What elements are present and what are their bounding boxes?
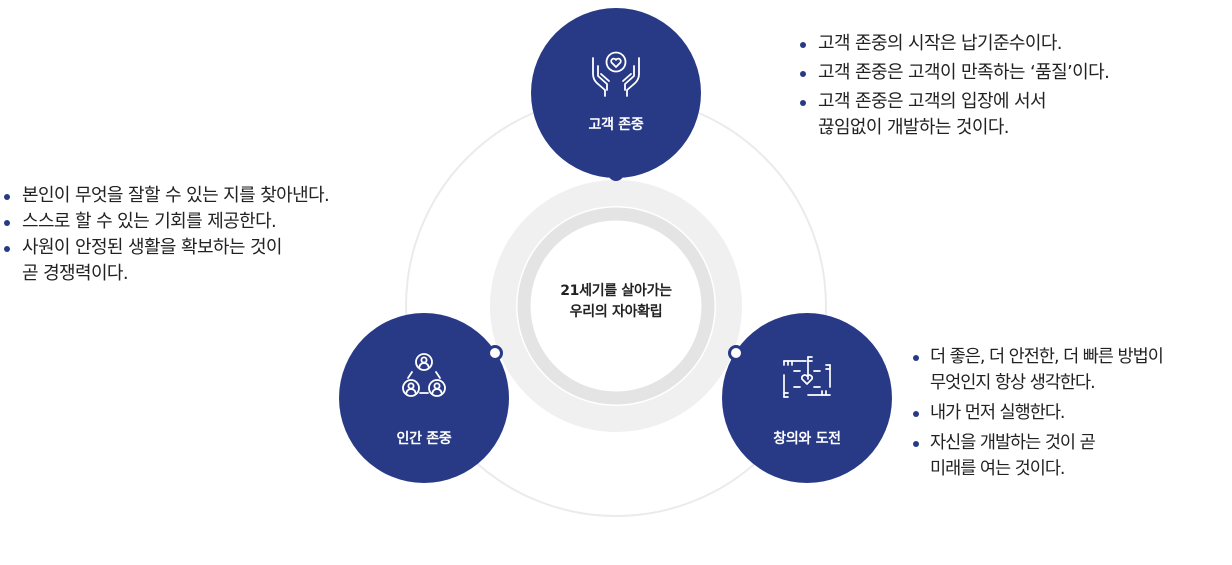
human-respect-list: 본인이 무엇을 잘할 수 있는 지를 찾아낸다. 스스로 할 수 있는 기회를 … — [0, 183, 330, 287]
list-item-text: 고객 존중의 시작은 납기준수이다. — [818, 33, 1063, 54]
hands-heart-icon — [585, 46, 647, 98]
node-label: 창의와 도전 — [773, 431, 841, 447]
list-item: 본인이 무엇을 잘할 수 있는 지를 찾아낸다. — [0, 183, 330, 209]
center-caption-line-1: 21세기를 살아가는 — [560, 283, 672, 299]
center-caption: 21세기를 살아가는 우리의 자아확립 — [516, 281, 716, 323]
people-group-icon — [393, 350, 455, 402]
joined-hands-heart-icon — [776, 351, 838, 403]
list-item: 사원이 안정된 생활을 확보하는 것이 곧 경쟁력이다. — [0, 235, 329, 287]
list-item-text: 본인이 무엇을 잘할 수 있는 지를 찾아낸다. — [22, 185, 330, 206]
list-item-text: 사원이 안정된 생활을 확보하는 것이 — [22, 237, 282, 258]
list-item: 고객 존중은 고객의 입장에 서서 끊임없이 개발하는 것이다. — [796, 89, 1109, 141]
list-item-text: 내가 먼저 실행한다. — [930, 403, 1065, 423]
creativity-challenge-list: 더 좋은, 더 안전한, 더 빠른 방법이 무엇인지 항상 생각한다. 내가 먼… — [910, 344, 1164, 486]
list-item-text: 곧 경쟁력이다. — [22, 263, 129, 284]
node-label: 고객 존중 — [588, 117, 644, 133]
list-item-text: 고객 존중은 고객의 입장에 서서 — [818, 91, 1047, 112]
list-item-text: 자신을 개발하는 것이 곧 — [930, 433, 1096, 453]
node-label: 인간 존중 — [396, 431, 452, 447]
node-human-respect: 인간 존중 — [339, 313, 509, 483]
list-item: 더 좋은, 더 안전한, 더 빠른 방법이 무엇인지 항상 생각한다. — [910, 344, 1164, 396]
list-item: 고객 존중의 시작은 납기준수이다. — [796, 31, 1109, 57]
list-item-text: 끊임없이 개발하는 것이다. — [818, 117, 1010, 138]
center-disc — [531, 221, 701, 391]
customer-respect-list: 고객 존중의 시작은 납기준수이다. 고객 존중은 고객이 만족하는 ‘품질’이… — [796, 31, 1110, 144]
center-ring-inner — [517, 207, 715, 405]
list-item: 스스로 할 수 있는 기회를 제공한다. — [0, 209, 329, 235]
list-item-text: 스스로 할 수 있는 기회를 제공한다. — [22, 211, 277, 232]
list-item-text: 무엇인지 항상 생각한다. — [930, 373, 1096, 393]
list-item-text: 더 좋은, 더 안전한, 더 빠른 방법이 — [930, 347, 1164, 367]
node-customer-respect: 고객 존중 — [531, 8, 701, 178]
center-ring-outer — [490, 180, 742, 432]
list-item: 내가 먼저 실행한다. — [910, 400, 1163, 426]
center-caption-line-2: 우리의 자아확립 — [569, 304, 663, 320]
list-item-text: 고객 존중은 고객이 만족하는 ‘품질’이다. — [818, 62, 1110, 83]
list-item: 자신을 개발하는 것이 곧 미래를 여는 것이다. — [910, 430, 1163, 482]
list-item-text: 미래를 여는 것이다. — [930, 459, 1065, 479]
node-creativity-challenge: 창의와 도전 — [722, 313, 892, 483]
list-item: 고객 존중은 고객이 만족하는 ‘품질’이다. — [796, 60, 1110, 86]
